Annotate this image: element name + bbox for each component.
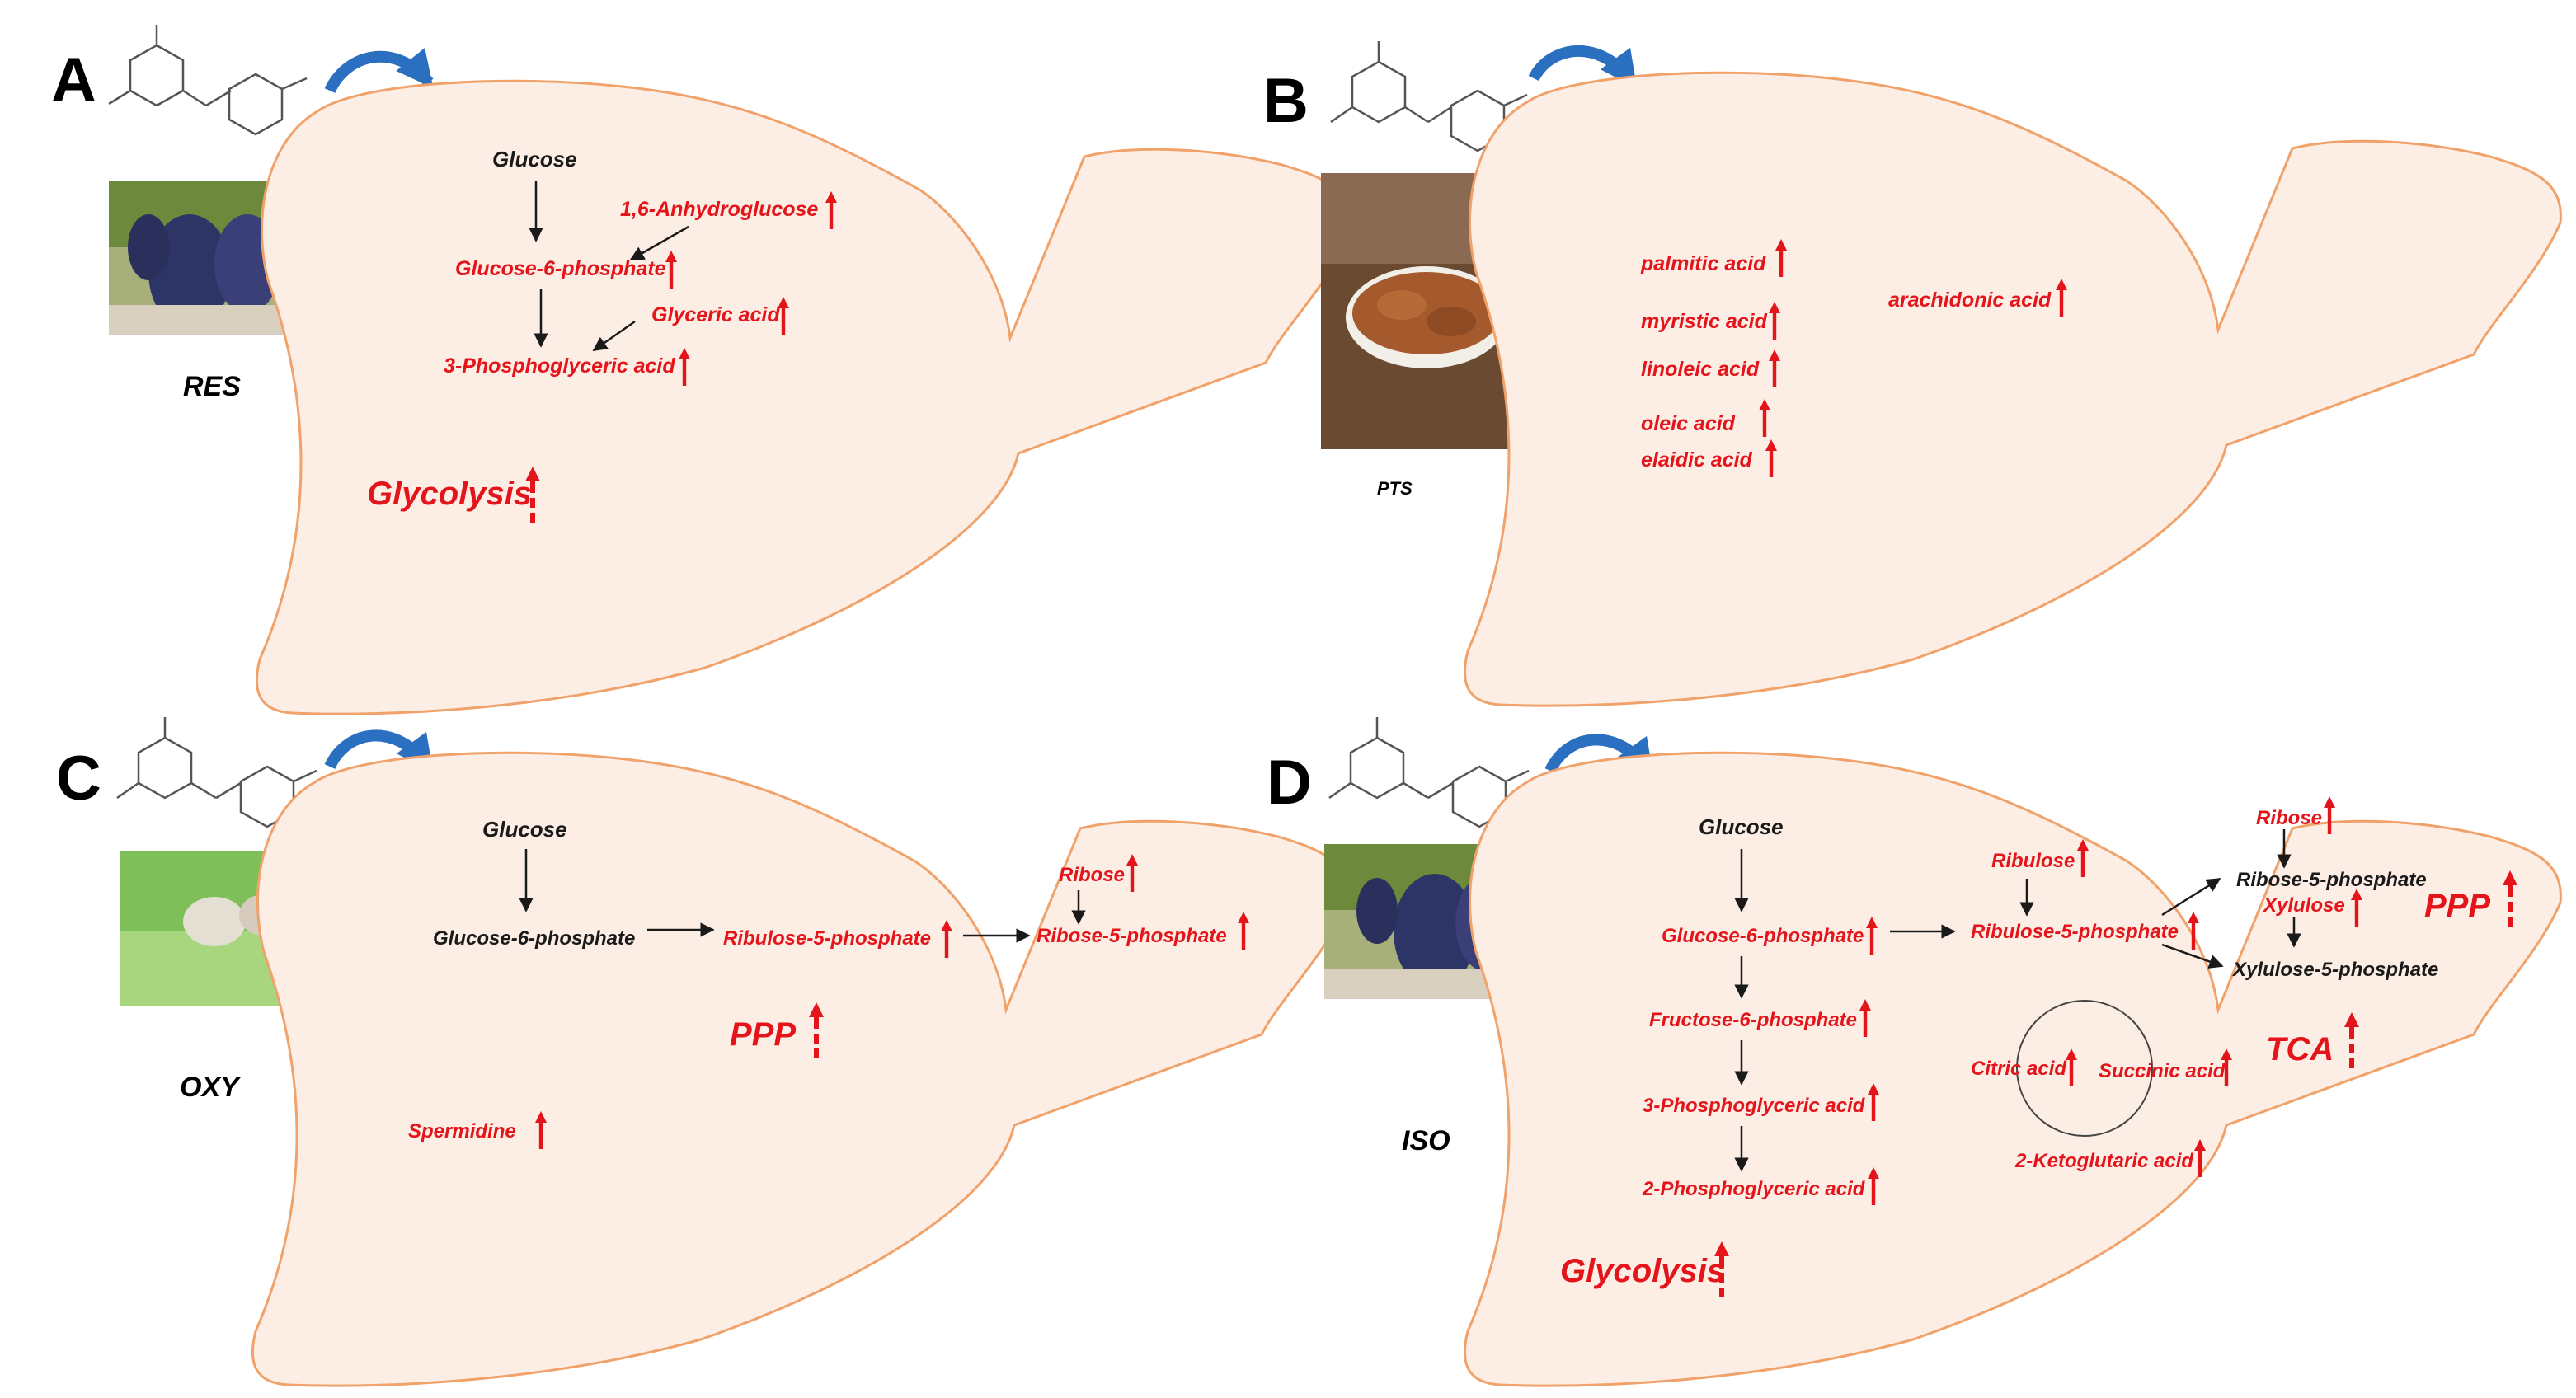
metabolite-label: elaidic acid bbox=[1641, 448, 1753, 471]
metabolite-label: 3-Phosphoglyceric acid bbox=[1643, 1095, 1866, 1117]
metabolite-label: Ribulose bbox=[1991, 850, 2075, 872]
metabolite-label: Glucose-6-phosphate bbox=[433, 927, 635, 950]
rotate-arrow-icon bbox=[1528, 45, 1638, 89]
molecule-structure-icon bbox=[116, 717, 317, 828]
metabolite-label: Glucose bbox=[1699, 814, 1784, 839]
metabolite-label: palmitic acid bbox=[1640, 252, 1766, 275]
molecule-structure-icon bbox=[108, 25, 308, 136]
panel-a: A RES Glucose 1,6-Anhydroglucose Glucose… bbox=[51, 25, 1354, 715]
metabolite-label: 2-Ketoglutaric acid bbox=[2014, 1150, 2194, 1172]
pathway-label: PPP bbox=[730, 1016, 796, 1053]
panel-letter: D bbox=[1267, 748, 1312, 818]
panel-d: D ISO Glucose Glucose-6-phosphate Fructo… bbox=[1267, 717, 2562, 1387]
pathway-label: Glycolysis bbox=[367, 476, 532, 512]
tca-cycle-circle bbox=[2016, 1000, 2153, 1137]
pathway-label: TCA bbox=[2266, 1031, 2334, 1067]
metabolite-label: linoleic acid bbox=[1641, 358, 1760, 381]
metabolite-label: Ribose bbox=[1059, 864, 1125, 886]
metabolite-label: 3-Phosphoglyceric acid bbox=[444, 354, 675, 378]
metabolite-label: arachidonic acid bbox=[1888, 289, 2052, 312]
rotate-arrow-icon bbox=[324, 48, 434, 94]
metabolite-label: Glucose-6-phosphate bbox=[455, 257, 666, 280]
metabolite-label: 1,6-Anhydroglucose bbox=[620, 198, 818, 221]
metabolite-label: Citric acid bbox=[1971, 1058, 2067, 1080]
drug-label: OXY bbox=[180, 1072, 242, 1103]
metabolite-label: Ribose-5-phosphate bbox=[2236, 869, 2427, 891]
metabolite-label: Fructose-6-phosphate bbox=[1649, 1009, 1857, 1031]
metabolite-label: Succinic acid bbox=[2099, 1060, 2226, 1082]
metabolite-label: Glucose bbox=[482, 817, 567, 842]
metabolite-label: Glucose bbox=[492, 147, 577, 171]
metabolite-label: Xylulose bbox=[2262, 894, 2345, 917]
liver-outline bbox=[255, 79, 1354, 715]
metabolite-label: Ribulose-5-phosphate bbox=[1971, 921, 2179, 943]
liver-outline bbox=[1463, 71, 2562, 707]
metabolite-label: Ribose bbox=[2256, 807, 2322, 829]
molecule-structure-icon bbox=[1328, 717, 1530, 828]
rotate-arrow-icon bbox=[324, 729, 434, 773]
metabolite-label: Glyceric acid bbox=[651, 303, 780, 326]
panel-c: C OXY Glucose Glucose-6-phosphate Ribulo… bbox=[56, 717, 1350, 1387]
metabolite-label: Glucose-6-phosphate bbox=[1662, 925, 1864, 947]
metabolite-label: oleic acid bbox=[1641, 412, 1736, 435]
metabolite-label: 2-Phosphoglyceric acid bbox=[1642, 1178, 1866, 1200]
panel-b: B PTS palmitic acid myristic acid linole… bbox=[1263, 41, 2562, 707]
metabolite-label: myristic acid bbox=[1641, 310, 1768, 333]
drug-label: RES bbox=[183, 371, 241, 402]
pathway-label: Glycolysis bbox=[1560, 1253, 1725, 1289]
metabolite-label: Ribulose-5-phosphate bbox=[723, 927, 931, 950]
liver-outline bbox=[251, 751, 1350, 1387]
panel-letter: A bbox=[51, 45, 96, 115]
panel-letter: B bbox=[1263, 66, 1309, 136]
metabolite-label: Ribose-5-phosphate bbox=[1037, 925, 1227, 947]
panel-letter: C bbox=[56, 744, 101, 814]
pathway-label: PPP bbox=[2424, 888, 2490, 924]
molecule-structure-icon bbox=[1330, 41, 1528, 152]
drug-label: ISO bbox=[1402, 1125, 1450, 1156]
drug-label: PTS bbox=[1377, 478, 1413, 499]
metabolite-label: Spermidine bbox=[408, 1120, 516, 1142]
metabolite-label: Xylulose-5-phosphate bbox=[2231, 959, 2438, 981]
